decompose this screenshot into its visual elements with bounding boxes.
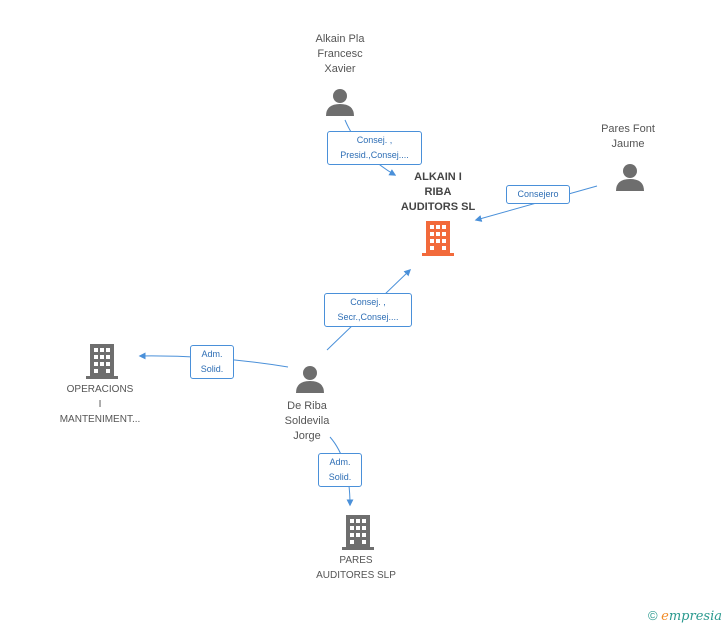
node-label-de-riba[interactable]: De Riba Soldevila Jorge xyxy=(257,399,357,444)
building-icon[interactable] xyxy=(86,344,118,379)
node-label-alkain-pla[interactable]: Alkain Pla Francesc Xavier xyxy=(290,32,390,77)
edge-label-pares-main[interactable]: Consejero xyxy=(506,185,570,204)
edge-label-line: Consejero xyxy=(517,189,559,199)
node-label-pares-auditores[interactable]: PARES AUDITORES SLP xyxy=(301,553,411,583)
edge-label-deriba-operacions[interactable]: Adm. Solid. xyxy=(190,345,234,379)
edge-label-line: Solid. xyxy=(328,472,352,482)
edge-label-alkain-main[interactable]: Consej. , Presid.,Consej.... xyxy=(327,131,422,165)
label-line: AUDITORES SLP xyxy=(316,570,396,581)
node-label-main-company[interactable]: ALKAIN I RIBA AUDITORS SL xyxy=(388,170,488,215)
edge-label-line: Consej. , xyxy=(350,297,386,307)
label-line: Soldevila xyxy=(284,415,330,427)
edge-label-line: Presid.,Consej.... xyxy=(340,150,409,160)
building-icon[interactable] xyxy=(422,221,454,256)
label-line: Jaume xyxy=(611,138,645,150)
edge-label-line: Consej. , xyxy=(356,135,393,145)
label-line: De Riba xyxy=(287,400,327,412)
edge-label-deriba-main[interactable]: Consej. , Secr.,Consej.... xyxy=(324,293,412,327)
brand-rest: mpresia xyxy=(668,609,722,624)
label-line: PARES xyxy=(339,555,373,566)
label-line: OPERACIONS xyxy=(66,384,134,395)
node-label-pares-font[interactable]: Pares Font Jaume xyxy=(578,122,678,152)
edge-pares-to-main xyxy=(474,185,598,222)
edge-label-line: Adm. xyxy=(201,349,223,359)
label-line: RIBA xyxy=(424,186,452,198)
label-line: MANTENIMENT... xyxy=(59,414,141,425)
label-line: Francesc xyxy=(317,48,363,60)
label-line: AUDITORS SL xyxy=(400,201,476,213)
person-icon[interactable] xyxy=(616,164,644,191)
edge-label-line: Solid. xyxy=(200,364,224,374)
label-line: Alkain Pla xyxy=(315,33,365,45)
building-icon[interactable] xyxy=(342,515,374,550)
person-icon[interactable] xyxy=(296,366,324,393)
copyright-notice: © empresia xyxy=(648,608,722,624)
empresia-logo: empresia xyxy=(661,609,722,624)
brand-initial: e xyxy=(661,609,669,624)
copyright-icon: © xyxy=(647,608,658,623)
edge-label-line: Adm. xyxy=(329,457,351,467)
label-line: ALKAIN I xyxy=(414,171,462,183)
node-label-operacions[interactable]: OPERACIONS I MANTENIMENT... xyxy=(45,382,155,427)
edge-label-deriba-pares[interactable]: Adm. Solid. xyxy=(318,453,362,487)
label-line: Xavier xyxy=(324,63,356,75)
edge-label-line: Secr.,Consej.... xyxy=(337,312,399,322)
label-line: I xyxy=(98,399,102,410)
person-icon[interactable] xyxy=(326,89,354,116)
label-line: Pares Font xyxy=(601,123,655,135)
label-line: Jorge xyxy=(293,430,321,442)
